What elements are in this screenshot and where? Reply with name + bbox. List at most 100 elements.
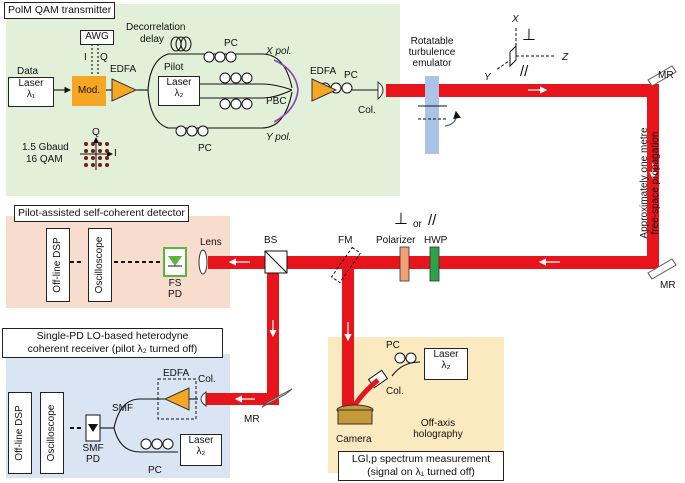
mirror-heterodyne bbox=[261, 388, 293, 408]
axis-triad bbox=[495, 28, 556, 71]
rotation-arrow-icon bbox=[444, 110, 461, 127]
baud-label: 1.5 Gbaud bbox=[22, 142, 69, 153]
lambda2-label: λ₂ bbox=[174, 88, 184, 99]
qam-label: 16 QAM bbox=[26, 154, 63, 165]
holography-fiber bbox=[391, 361, 421, 377]
polarizer-label: Polarizer bbox=[376, 235, 416, 246]
edfa-triangle-tx2 bbox=[311, 78, 338, 102]
qam-constellation bbox=[80, 137, 113, 170]
smf-pd-icon bbox=[88, 424, 98, 432]
laser-label-holo: Laser bbox=[433, 349, 459, 360]
awg-q-label: Q bbox=[100, 52, 108, 63]
camera-icon bbox=[336, 404, 374, 425]
offaxis-label-1: Off-axis bbox=[420, 418, 456, 429]
holo-col-label: Col. bbox=[386, 386, 404, 397]
or-label: or bbox=[413, 219, 422, 230]
mr-label-rx: MR bbox=[244, 414, 260, 425]
modulator: Mod. bbox=[72, 76, 106, 106]
camera-label: Camera bbox=[336, 434, 372, 445]
fs-pd-label-2: PD bbox=[168, 289, 182, 300]
pc-label-1: PC bbox=[224, 38, 238, 49]
polarizer bbox=[399, 246, 410, 282]
perp-symbol-2: ⊥ bbox=[394, 211, 408, 228]
mirror-bottom-right bbox=[647, 258, 677, 280]
spectrum-title-line2: (signal on λ₁ turned off) bbox=[367, 466, 475, 478]
pilot-detector-title: Pilot-assisted self-coherent detector bbox=[14, 205, 189, 222]
hwp-label: HWP bbox=[424, 235, 448, 246]
half-wave-plate bbox=[429, 246, 440, 282]
laser-lambda1: Laser λ₁ bbox=[8, 77, 54, 107]
lambda2-label-holo: λ₂ bbox=[441, 360, 451, 371]
pc-label-holo: PC bbox=[386, 340, 400, 351]
laser-label-2: Laser bbox=[166, 77, 192, 88]
lambda2-label-rx: λ₂ bbox=[196, 446, 206, 457]
rx-collimator bbox=[200, 391, 207, 407]
smf-pd-label-1: SMF bbox=[82, 443, 104, 454]
decorrelation-delay-coil bbox=[170, 36, 192, 52]
turbulence-label-1: Rotatable bbox=[410, 36, 454, 47]
axis-i-label: I bbox=[114, 148, 117, 159]
pbc-fiber bbox=[273, 59, 299, 123]
x-pol-label: X pol. bbox=[266, 46, 292, 57]
mr-label-bottom: MR bbox=[660, 280, 676, 291]
beam-direction-arrows bbox=[228, 86, 657, 403]
oscilloscope-label-1: Oscilloscope bbox=[94, 236, 105, 294]
rx-col-label: Col. bbox=[198, 374, 216, 385]
edfa-label-rx: EDFA bbox=[163, 368, 190, 379]
fm-label: FM bbox=[338, 235, 353, 246]
offline-dsp-label-1: Off-line DSP bbox=[52, 237, 63, 293]
fs-pd-label: FS PD bbox=[164, 278, 186, 300]
turbulence-label: Rotatable turbulence emulator bbox=[404, 36, 460, 69]
data-label: Data bbox=[17, 66, 39, 77]
transmitter-title: PolM QAM transmitter bbox=[4, 2, 116, 19]
turbulence-emulator bbox=[425, 76, 439, 154]
decorrelation-label-1: Decorrelation bbox=[126, 22, 186, 33]
edfa-label-tx: EDFA bbox=[110, 64, 137, 75]
tx-fiber bbox=[54, 44, 378, 129]
tx-col-label: Col. bbox=[358, 105, 376, 116]
offaxis-label-2: holography bbox=[413, 429, 463, 440]
awg-box: AWG bbox=[80, 30, 114, 45]
para-symbol-2: // bbox=[428, 212, 437, 229]
heterodyne-fiber bbox=[70, 398, 198, 453]
pc-icon-rx bbox=[140, 438, 174, 450]
photodiode-icon bbox=[168, 256, 182, 266]
lens-label: Lens bbox=[200, 237, 222, 248]
axis-z-label: Z bbox=[562, 52, 569, 63]
edfa-triangle-tx bbox=[111, 78, 138, 102]
transmitter-panel bbox=[6, 4, 400, 196]
pbc-label: PBC bbox=[266, 96, 287, 107]
lambda1-label: λ₁ bbox=[26, 89, 36, 100]
pc-icon-holo bbox=[394, 352, 417, 364]
spectrum-title-line1: LGl,p spectrum measurement bbox=[351, 453, 491, 465]
tx-collimator bbox=[377, 80, 384, 101]
turbulence-label-3: emulator bbox=[412, 58, 452, 69]
laser-label: Laser bbox=[18, 78, 44, 89]
heterodyne-title-line2: coherent receiver (pilot λ₂ turned off) bbox=[27, 343, 198, 355]
oscilloscope-box-1: Oscilloscope bbox=[88, 228, 112, 302]
turbulence-label-2: turbulence bbox=[408, 47, 456, 58]
offline-dsp-box-1: Off-line DSP bbox=[46, 228, 70, 302]
propagation-label-1: Approximately one metre bbox=[639, 127, 650, 239]
perp-symbol: ⊥ bbox=[522, 27, 536, 44]
smf-pd-label: SMF PD bbox=[80, 443, 106, 465]
beam-splitter bbox=[264, 250, 288, 274]
smf-pd-label-2: PD bbox=[86, 454, 100, 465]
awg-i-label: I bbox=[84, 52, 87, 63]
decorrelation-label-2: delay bbox=[140, 34, 164, 45]
propagation-label-2: free-space propagation bbox=[650, 131, 661, 235]
offline-dsp-label-2: Off-line DSP bbox=[14, 405, 25, 461]
y-pol-label: Y pol. bbox=[266, 132, 292, 143]
edfa-label-tx2: EDFA bbox=[310, 66, 337, 77]
flip-mirror bbox=[330, 246, 362, 284]
laser-lambda2-rx: Laser λ₂ bbox=[180, 434, 222, 466]
offaxis-label: Off-axis holography bbox=[408, 418, 468, 440]
pc-label-2: PC bbox=[198, 143, 212, 154]
bs-label: BS bbox=[264, 235, 278, 246]
laser-lambda2-tx: Laser λ₂ bbox=[158, 76, 200, 106]
propagation-label: Approximately one metre free-space propa… bbox=[639, 103, 665, 263]
offline-dsp-box-2: Off-line DSP bbox=[8, 392, 32, 474]
axis-y-label: Y bbox=[484, 72, 491, 83]
smf-label: SMF bbox=[112, 403, 134, 414]
